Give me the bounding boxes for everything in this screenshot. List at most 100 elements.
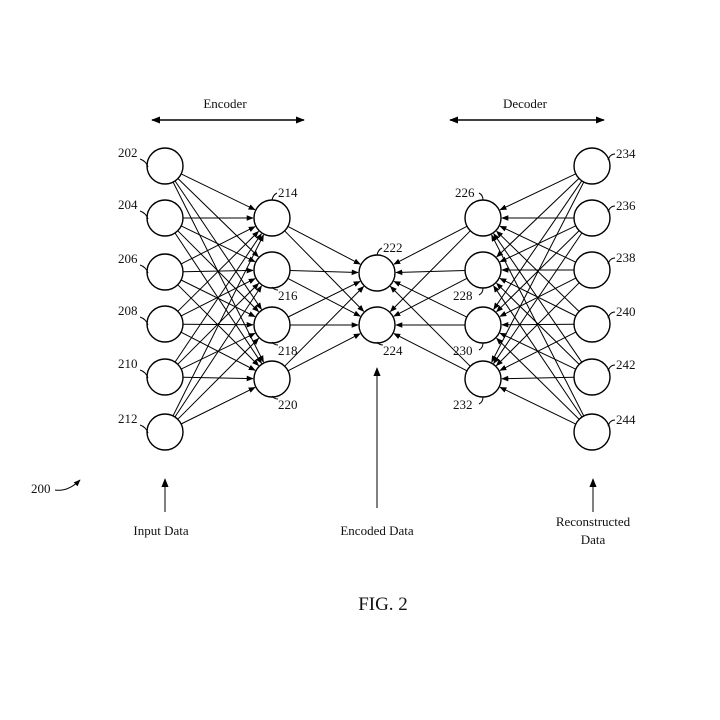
- edge-242-232: [501, 375, 575, 382]
- leader-line-204: [139, 210, 149, 220]
- node-218: [253, 306, 291, 344]
- node-label-232: 232: [453, 397, 473, 412]
- leader-line-220: [271, 395, 279, 400]
- edge-210-220: [182, 375, 254, 382]
- node-210: [146, 358, 184, 396]
- edge-226-222: [393, 225, 468, 265]
- node-label-206: 206: [118, 251, 138, 266]
- node-label-242: 242: [616, 357, 636, 372]
- node-226: [464, 199, 502, 237]
- edge-212-220: [180, 386, 256, 425]
- leader-line-240: [607, 311, 616, 319]
- edge-242-226: [493, 233, 583, 363]
- edge-206-214: [180, 226, 256, 265]
- edge-244-232: [499, 386, 577, 425]
- leader-line-244: [607, 419, 616, 427]
- leader-line-228: [478, 287, 484, 296]
- edge-216-222: [289, 269, 359, 276]
- figure-reference-arrow: [54, 479, 81, 491]
- node-label-216: 216: [278, 288, 298, 303]
- node-label-244: 244: [616, 412, 636, 427]
- node-214: [253, 199, 291, 237]
- encoded-data-label: Encoded Data: [340, 523, 414, 538]
- edge-232-224: [393, 333, 468, 372]
- edge-220-222: [284, 286, 365, 367]
- leader-line-212: [139, 424, 149, 434]
- edge-214-222: [287, 225, 361, 265]
- node-label-212: 212: [118, 411, 138, 426]
- encoder-label: Encoder: [203, 96, 247, 111]
- edge-208-214: [177, 230, 259, 312]
- edge-242-228: [496, 282, 580, 365]
- leader-line-208: [139, 316, 149, 326]
- edge-212-218: [177, 337, 260, 420]
- node-label-210: 210: [118, 356, 138, 371]
- node-label-234: 234: [616, 146, 636, 161]
- edge-234-230: [493, 180, 583, 310]
- edge-230-222: [393, 280, 468, 318]
- node-label-220: 220: [278, 397, 298, 412]
- leader-line-224: [376, 341, 384, 346]
- leader-line-218: [271, 341, 279, 346]
- leader-line-234: [607, 153, 616, 161]
- leader-line-222: [376, 247, 383, 256]
- decoder-label: Decoder: [503, 96, 548, 111]
- node-224: [358, 306, 396, 344]
- reconstructed-data-label-line2: Data: [581, 532, 606, 547]
- edge-216-224: [287, 277, 361, 317]
- node-242: [573, 358, 611, 396]
- figure-caption: FIG. 2: [358, 594, 408, 615]
- node-204: [146, 199, 184, 237]
- node-label-214: 214: [278, 185, 298, 200]
- leader-line-206: [139, 264, 149, 274]
- leader-line-230: [478, 342, 484, 351]
- edge-232-222: [389, 285, 471, 367]
- node-label-208: 208: [118, 303, 138, 318]
- node-label-240: 240: [616, 304, 636, 319]
- edge-240-226: [496, 230, 580, 312]
- leader-line-202: [139, 158, 149, 168]
- leader-line-210: [139, 369, 149, 379]
- edge-240-228: [499, 277, 577, 317]
- node-label-238: 238: [616, 250, 636, 265]
- edge-244-228: [493, 285, 583, 418]
- node-216: [253, 251, 291, 289]
- node-236: [573, 199, 611, 237]
- edge-234-232: [491, 181, 585, 363]
- edge-210-216: [177, 282, 260, 365]
- reconstructed-data-label-line1: Reconstructed: [556, 514, 631, 529]
- leader-line-226: [478, 192, 484, 201]
- edge-220-224: [287, 333, 361, 372]
- node-244: [573, 413, 611, 451]
- node-234: [573, 147, 611, 185]
- node-206: [146, 253, 184, 291]
- node-212: [146, 413, 184, 451]
- leader-line-216: [271, 286, 279, 291]
- leader-line-232: [478, 396, 484, 405]
- node-label-204: 204: [118, 197, 138, 212]
- edge-228-222: [395, 269, 466, 276]
- node-label-224: 224: [383, 343, 403, 358]
- edge-238-226: [499, 225, 577, 263]
- leader-line-238: [607, 257, 616, 265]
- node-label-202: 202: [118, 145, 138, 160]
- node-232: [464, 360, 502, 398]
- edge-210-214: [174, 233, 262, 363]
- node-label-218: 218: [278, 343, 298, 358]
- node-label-226: 226: [455, 185, 475, 200]
- node-222: [358, 254, 396, 292]
- node-238: [573, 251, 611, 289]
- edge-212-216: [174, 285, 262, 418]
- edge-244-230: [496, 337, 580, 420]
- edge-244-226: [491, 234, 585, 417]
- edge-218-222: [287, 280, 361, 318]
- node-230: [464, 306, 502, 344]
- edge-212-214: [172, 234, 264, 417]
- node-label-236: 236: [616, 198, 636, 213]
- node-label-228: 228: [453, 288, 473, 303]
- connection-edges: [172, 173, 585, 425]
- node-202: [146, 147, 184, 185]
- node-reference-labels: 2022042062082102122142162182202222242262…: [118, 145, 636, 434]
- node-220: [253, 360, 291, 398]
